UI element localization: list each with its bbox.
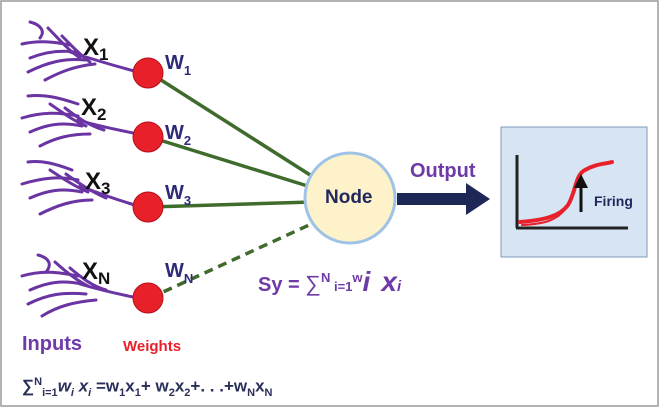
expanded-sum-formula: ∑Ni=1wi xi =w1x1+ w2x2+. . .+wNxN (22, 376, 273, 400)
node-label: Node (325, 187, 373, 208)
weighted-sum-formula: Sy = ∑N i=1wi xi (258, 266, 401, 298)
output-label: Output (410, 160, 476, 182)
formula-sy-i2: i (397, 278, 402, 295)
firing-curve-lower (521, 171, 583, 226)
formula-sy-sub: i=1 (330, 279, 353, 294)
inputs-caption: Inputs (22, 333, 82, 355)
weight-label-n: WN (165, 260, 194, 286)
dendrite-input-3 (20, 160, 140, 216)
output-arrow-shaft (397, 193, 467, 205)
input-label-n: XN (82, 258, 111, 288)
output-arrow-head (466, 183, 490, 215)
weights-caption: Weights (123, 338, 182, 355)
dendrite-input-1 (20, 20, 140, 82)
weight-label-2: W2 (165, 122, 192, 148)
input-label-3: X3 (85, 168, 111, 198)
weight-label-1: W1 (165, 52, 192, 78)
weight-ball-2 (132, 121, 164, 153)
formula-sy-x: x (381, 266, 397, 297)
formula-sy-i1: i (362, 266, 371, 297)
connection-line-3 (149, 200, 313, 209)
firing-graph (500, 126, 648, 258)
formula-sy-sup: N (320, 270, 331, 285)
weight-label-3: W3 (165, 182, 192, 208)
weight-ball-1 (132, 57, 164, 89)
formula-sy-prefix: Sy = (258, 274, 306, 296)
firing-arrow-head (574, 174, 588, 188)
formula-sy-w: w (352, 270, 363, 285)
connection-line-2 (149, 135, 315, 190)
dendrite-input-2 (20, 94, 140, 148)
connection-line-n-dashed (149, 218, 321, 300)
weight-ball-3 (132, 191, 164, 223)
weight-ball-n (132, 282, 164, 314)
dendrite-input-n (20, 253, 140, 318)
input-label-2: X2 (81, 94, 107, 124)
firing-label: Firing (594, 193, 633, 209)
input-label-1: X1 (83, 34, 109, 64)
node-circle (303, 151, 397, 245)
formula-sy-sum-symbol: ∑ (305, 271, 321, 296)
connection-line-1 (149, 71, 319, 182)
